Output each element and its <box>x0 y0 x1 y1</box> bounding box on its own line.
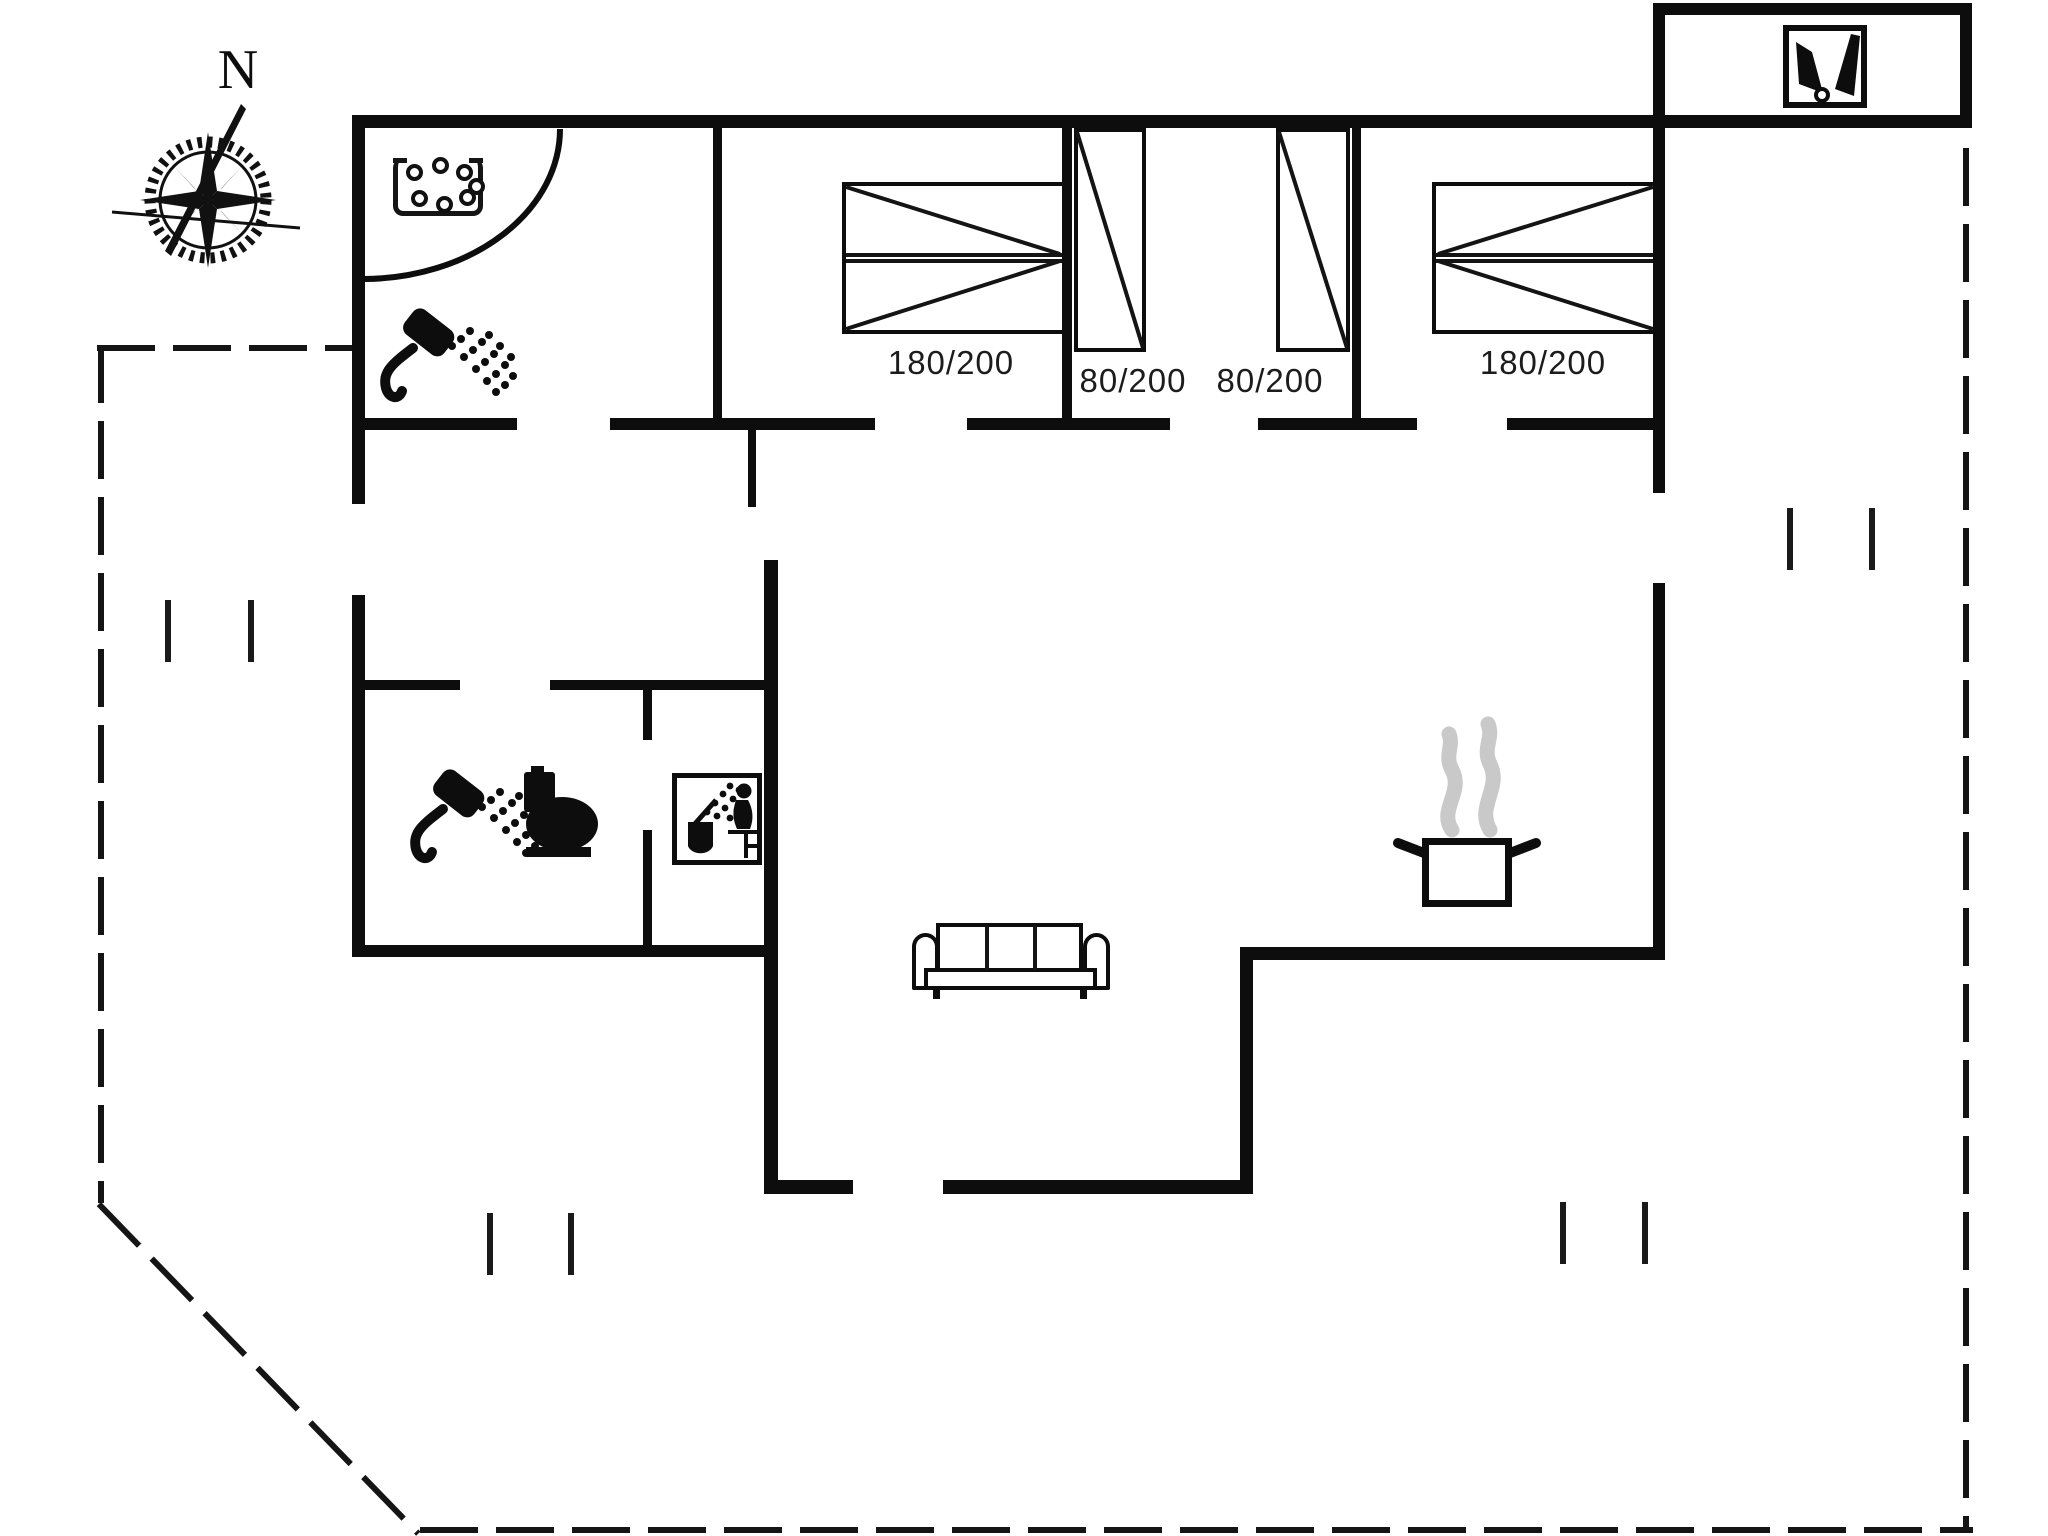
terrace-tick-south-2 <box>568 1213 574 1275</box>
wall-top <box>352 115 1972 128</box>
plot-boundary-bottom <box>420 1527 1973 1533</box>
north-label: N <box>217 39 259 101</box>
wall-bedroom-partition-2 <box>1062 127 1072 424</box>
whirlpool-jet <box>411 190 428 207</box>
wall-corridor-e <box>1507 418 1659 430</box>
wall-bedroom-partition-3 <box>1352 127 1361 424</box>
whirlpool-jet <box>432 157 449 174</box>
terrace-tick-south-1 <box>487 1213 493 1275</box>
shower-icon <box>385 305 517 397</box>
bed-size-label: 80/200 <box>1079 362 1187 399</box>
wall-nook-top <box>1653 3 1972 15</box>
wall-hall-stub <box>748 424 756 507</box>
plot-boundary-right <box>1963 148 1969 1533</box>
sofa-cushion-divider <box>1033 925 1037 970</box>
double-bed-east <box>1432 182 1657 334</box>
wall-south-left <box>764 1180 853 1194</box>
steam <box>1440 726 1463 838</box>
wall-corridor-c <box>967 418 1170 430</box>
door-arc <box>364 128 563 282</box>
wall-bathroom-top-b <box>550 680 778 690</box>
plot-boundary-left <box>98 345 104 1203</box>
wall-bedroom-partition-1 <box>713 127 722 424</box>
wall-corridor-b <box>610 418 875 430</box>
cooking-pot-details <box>1393 716 1541 858</box>
terrace-tick-south-3 <box>1560 1202 1566 1264</box>
whirlpool-jet <box>456 164 473 181</box>
whirlpool-jet <box>406 164 423 181</box>
cooking-pot-icon <box>1422 838 1512 907</box>
bed-size-label: 180/200 <box>1479 344 1607 381</box>
wall-bathroom-top-a <box>358 680 460 690</box>
whirlpool-jet <box>459 189 476 206</box>
wall-bathroom-bottom <box>352 945 778 957</box>
sofa-leg <box>933 990 940 999</box>
wall-se-bottom <box>1245 947 1665 960</box>
wall-south-right <box>943 1180 1253 1194</box>
wall-nook-left <box>1653 3 1665 128</box>
double-bed-west <box>842 182 1066 334</box>
terrace-tick-south-4 <box>1642 1202 1648 1264</box>
terrace-tick-west-1 <box>165 600 171 662</box>
whirlpool-rim-right <box>469 158 483 163</box>
steam <box>1478 716 1501 838</box>
sofa-back <box>936 923 1083 972</box>
bed-linen-lines <box>845 131 1654 349</box>
bed-size-label: 180/200 <box>887 344 1015 381</box>
plot-boundary-top-left <box>97 345 353 351</box>
wall-west-upper <box>352 115 365 504</box>
bed-size-label: 80/200 <box>1216 362 1324 399</box>
wall-step-vertical <box>1240 947 1253 1190</box>
whirlpool-jet <box>436 196 453 213</box>
sofa-cushion-divider <box>985 925 989 970</box>
terrace-tick-east-2 <box>1869 508 1875 570</box>
wall-living-west <box>764 560 778 1194</box>
terrace-tick-west-2 <box>248 600 254 662</box>
wall-east-lower <box>1653 583 1665 960</box>
sauna-figure <box>688 782 761 858</box>
compass-rose-icon <box>111 104 301 268</box>
sofa-leg <box>1080 990 1087 999</box>
wall-sauna-lower <box>643 830 652 950</box>
terrace-tick-east-1 <box>1787 508 1793 570</box>
wall-sauna-upper <box>643 686 652 740</box>
whirlpool-rim-left <box>393 158 407 163</box>
wall-corridor-a <box>362 418 517 430</box>
toilet-icon <box>524 766 598 857</box>
wall-corridor-d <box>1258 418 1417 430</box>
wood-stove-flames <box>1796 34 1860 103</box>
wall-nook-right <box>1960 3 1972 128</box>
